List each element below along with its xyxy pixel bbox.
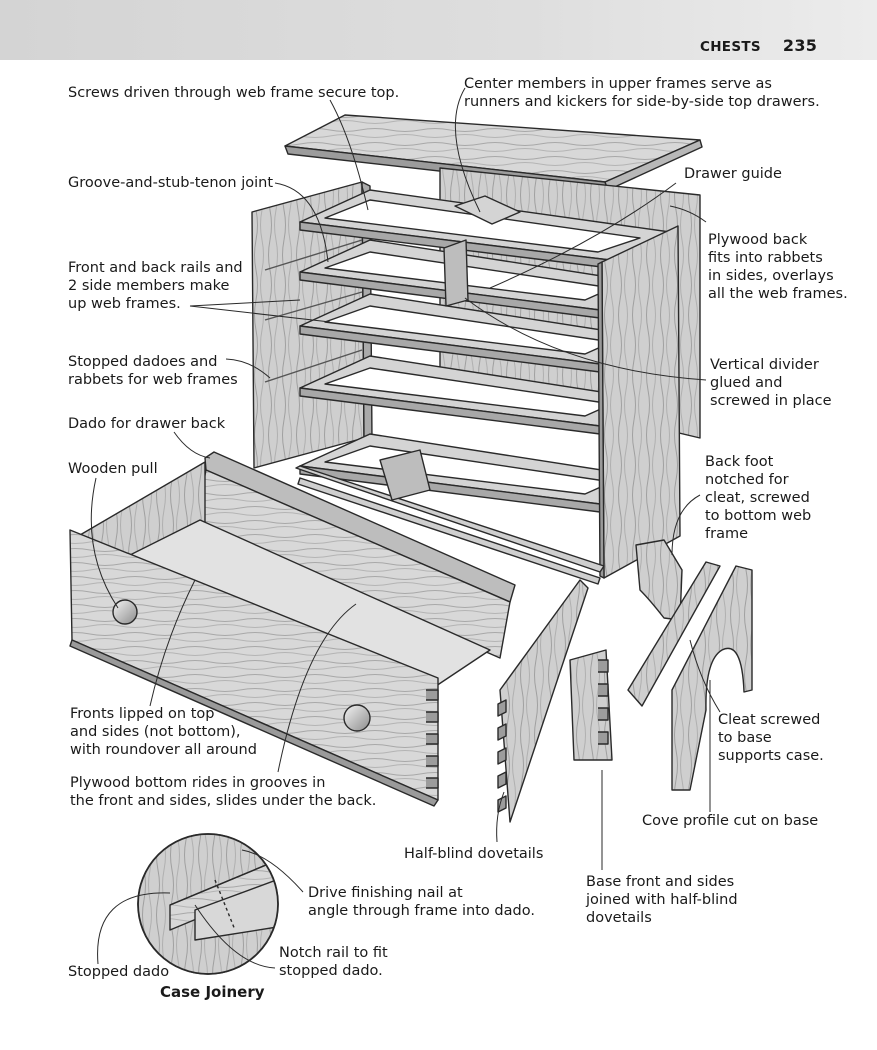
callout-cleat-screwed: Cleat screwed to base supports case.	[718, 712, 824, 764]
callout-wooden-pull: Wooden pull	[68, 461, 158, 477]
drawer-right-side	[497, 579, 589, 823]
callout-stopped-dadoes: Stopped dadoes and rabbets for web frame…	[68, 354, 238, 388]
base-side-cove	[671, 565, 753, 791]
cleat	[627, 561, 721, 707]
leader-lines	[90, 87, 721, 969]
callout-base-front-sides: Base front and sides joined with half-bl…	[586, 874, 738, 926]
vertical-divider	[443, 239, 469, 307]
callout-stopped-dado: Stopped dado	[68, 964, 170, 980]
callout-screws-top: Screws driven through web frame secure t…	[68, 85, 400, 101]
case-right-side	[597, 225, 681, 579]
wooden-pull-left	[112, 599, 138, 625]
callout-vertical-divider: Vertical divider glued and screwed in pl…	[710, 357, 832, 409]
drawer-back-panel	[194, 451, 516, 659]
base-front	[569, 649, 613, 761]
callout-plywood-back: Plywood back fits into rabbets in sides,…	[708, 232, 848, 302]
running-head: CHESTS 235	[700, 36, 817, 55]
back-foot	[635, 539, 683, 621]
section-title: CHESTS	[700, 39, 761, 55]
callout-front-back-rails: Front and back rails and 2 side members …	[68, 260, 243, 312]
callout-plywood-bottom: Plywood bottom rides in grooves in the f…	[70, 775, 377, 809]
callout-drive-nail: Drive finishing nail at angle through fr…	[308, 885, 535, 919]
case-joinery-inset	[137, 833, 279, 975]
running-head-band	[0, 0, 877, 60]
callout-drawer-guide: Drawer guide	[684, 166, 782, 182]
page-number: 235	[782, 36, 818, 55]
inset-caption: Case Joinery	[160, 983, 265, 1001]
drawer-front	[69, 529, 439, 807]
callout-fronts-lipped: Fronts lipped on top and sides (not bott…	[70, 706, 257, 758]
callout-half-blind-dovetails: Half-blind dovetails	[404, 846, 544, 862]
callout-back-foot: Back foot notched for cleat, screwed to …	[705, 454, 812, 542]
callout-groove-tenon: Groove-and-stub-tenon joint	[68, 175, 274, 191]
callout-cove-profile: Cove profile cut on base	[642, 813, 819, 829]
bottom-web-frame	[295, 449, 605, 585]
callout-notch-rail: Notch rail to fit stopped dado.	[279, 945, 388, 979]
callout-dado-drawer-back: Dado for drawer back	[68, 416, 226, 432]
wooden-pull-right	[343, 704, 371, 732]
callout-center-members: Center members in upper frames serve as …	[464, 76, 820, 110]
